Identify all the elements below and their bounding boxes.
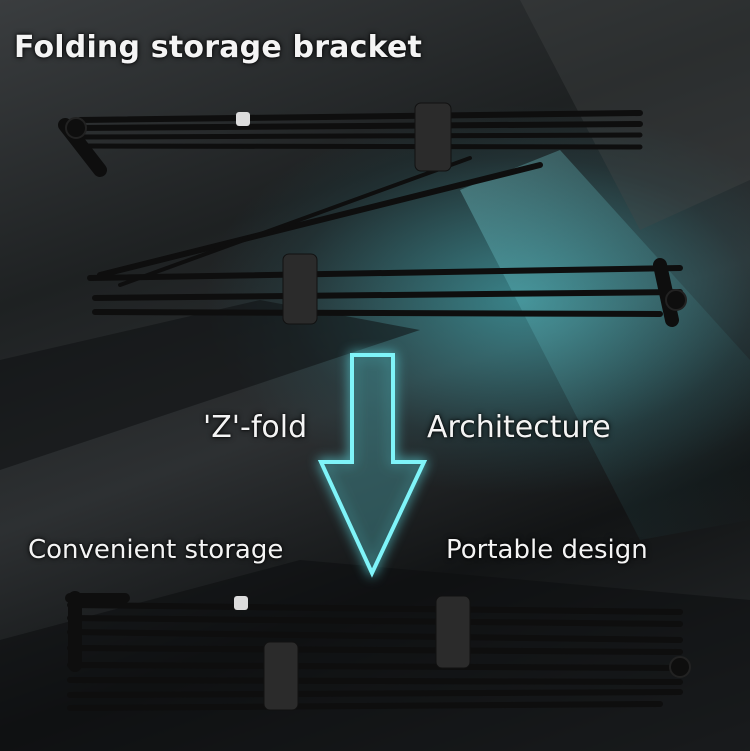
middle-clip xyxy=(282,253,318,325)
bottom-clip-left xyxy=(263,641,299,711)
convenient-storage-label: Convenient storage xyxy=(28,535,284,565)
bottom-frame xyxy=(65,591,691,711)
top-clip xyxy=(414,102,452,172)
top-hook xyxy=(236,112,250,126)
image-title: Folding storage bracket xyxy=(14,30,423,65)
bottom-clip-right xyxy=(435,595,471,669)
architecture-label: Architecture xyxy=(427,410,611,445)
top-frame xyxy=(58,110,643,287)
z-fold-label: 'Z'-fold xyxy=(203,410,308,445)
portable-design-label: Portable design xyxy=(446,535,648,565)
down-arrow-icon xyxy=(317,353,428,578)
middle-frame xyxy=(87,258,687,327)
bottom-hook xyxy=(234,596,248,610)
